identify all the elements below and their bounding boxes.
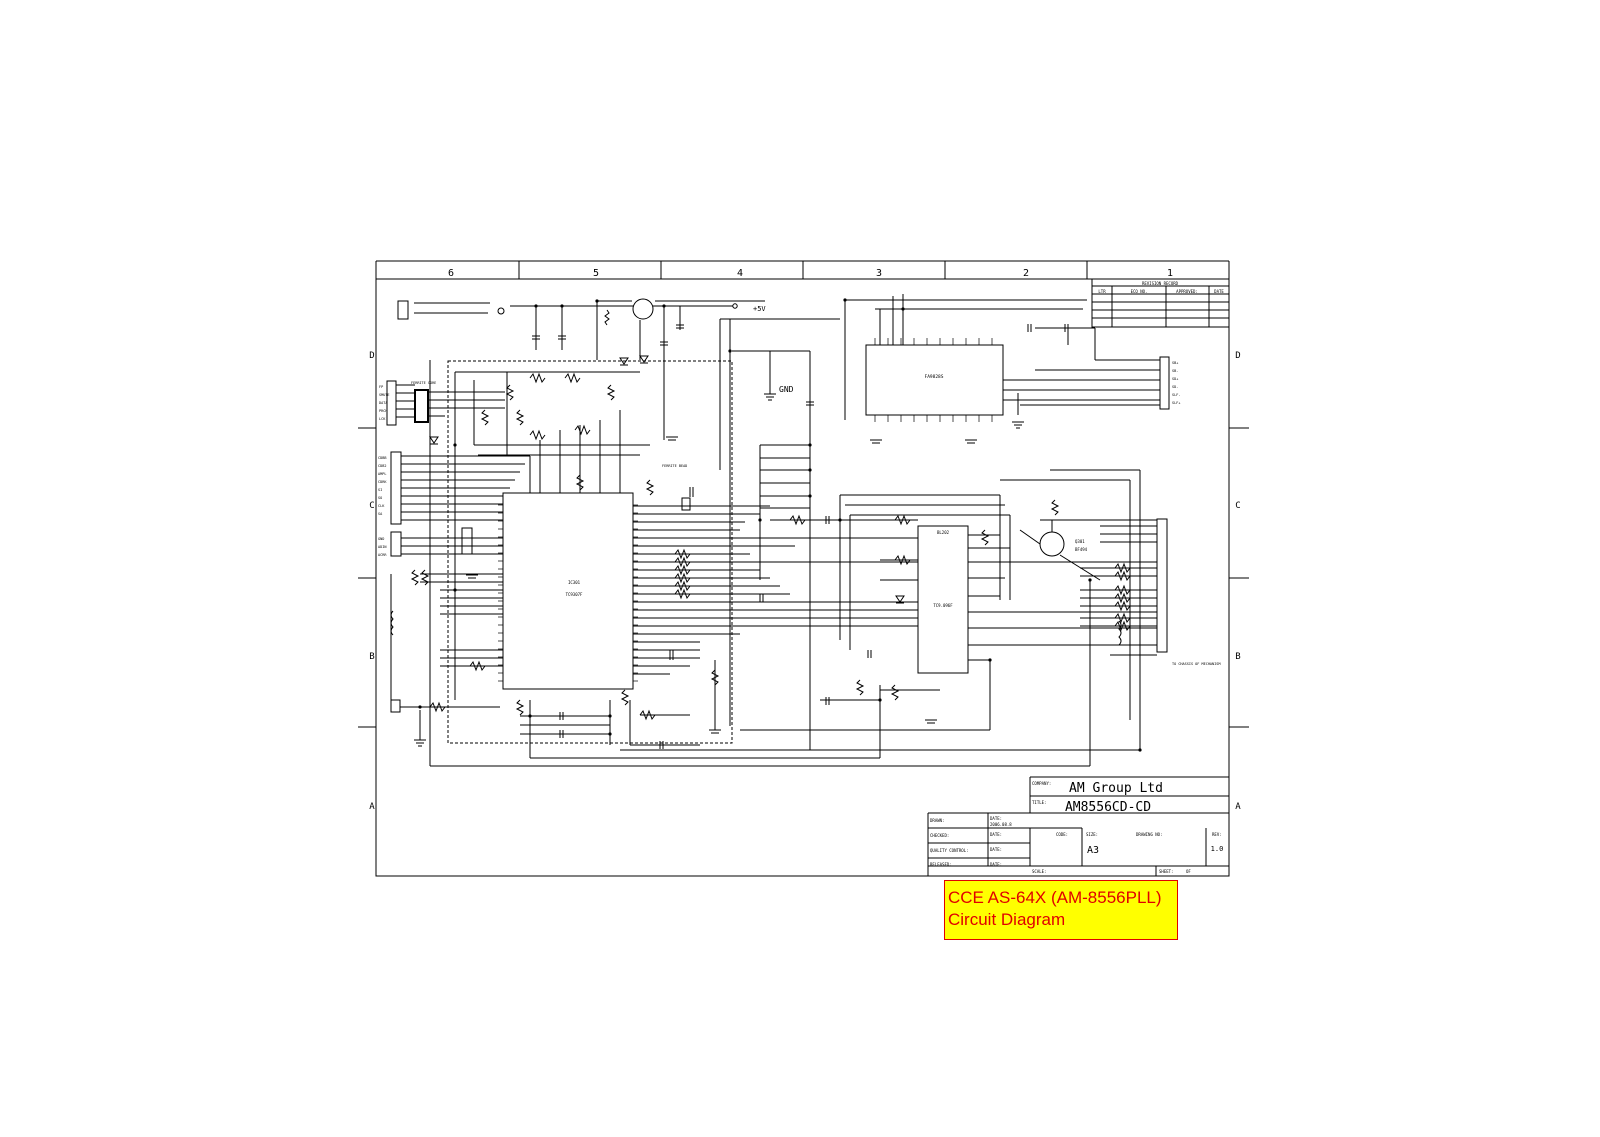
qc-label: QUALITY CONTROL: bbox=[930, 848, 969, 853]
ic301-part: TC9307F bbox=[566, 592, 583, 597]
right-conn-4: SLF- bbox=[1172, 393, 1180, 397]
drawn-date: 2006.08.8 bbox=[990, 822, 1012, 827]
zone-row-b-left: B bbox=[369, 652, 374, 662]
zone-col-4: 4 bbox=[737, 268, 743, 279]
zone-col-2: 2 bbox=[1023, 268, 1029, 279]
revision-col-approved: APPROVED: bbox=[1176, 289, 1198, 294]
date-label-1: DATE: bbox=[990, 816, 1002, 821]
released-label: RELEASED: bbox=[930, 862, 952, 867]
zone-row-c-left: C bbox=[369, 501, 374, 511]
zone-row-b-right: B bbox=[1235, 652, 1240, 662]
zone-row-a-left: A bbox=[369, 802, 375, 812]
zone-col-3: 3 bbox=[876, 268, 882, 279]
company-label: COMPANY: bbox=[1032, 781, 1051, 786]
zone-row-d-right: D bbox=[1235, 351, 1240, 361]
left-conn2-3: CDRK bbox=[378, 480, 387, 484]
right-conn-2: SD+ bbox=[1172, 377, 1178, 381]
company-name: AM Group Ltd bbox=[1069, 781, 1163, 796]
left-conn2-1: CDB2 bbox=[378, 464, 386, 468]
ground-label: GND bbox=[779, 385, 794, 394]
rev-label: REV: bbox=[1212, 832, 1222, 837]
right-conn-5: SLF+ bbox=[1172, 401, 1180, 405]
ferrite-bead-label: FERRITE BEAD bbox=[662, 464, 687, 468]
drawing-no-label: DRAWING NO: bbox=[1136, 832, 1163, 837]
right-conn-0: SB+ bbox=[1172, 361, 1178, 365]
left-conn2-0: CDBB bbox=[378, 456, 386, 460]
transistor-ref: Q301 bbox=[1075, 539, 1085, 544]
zone-row-c-right: C bbox=[1235, 501, 1240, 511]
zone-row-a-right: A bbox=[1235, 802, 1241, 812]
left-conn3-2: ACRR bbox=[378, 553, 387, 557]
scale-label: SCALE: bbox=[1032, 869, 1046, 874]
date-label-4: DATE: bbox=[990, 862, 1002, 867]
code-label: CODE: bbox=[1056, 832, 1068, 837]
pll-ic-part: TC9.096F bbox=[933, 603, 953, 608]
diagram-caption: CCE AS-64X (AM-8556PLL) Circuit Diagram bbox=[944, 880, 1178, 940]
left-conn-fp: FP bbox=[379, 385, 383, 389]
transistor-part: BF494 bbox=[1075, 547, 1088, 552]
left-conn2-7: SA bbox=[378, 512, 383, 516]
left-conn2-5: SO bbox=[378, 496, 382, 500]
right-conn-main-label: TO CHASSIS OF MECHANISM bbox=[1172, 662, 1220, 666]
revision-col-eco: ECO NO. bbox=[1131, 289, 1148, 294]
fm-ic-part: FA9828S bbox=[925, 374, 944, 380]
date-label-3: DATE: bbox=[990, 847, 1002, 852]
left-conn-data: DATA bbox=[379, 401, 388, 405]
zone-col-5: 5 bbox=[593, 268, 599, 279]
caption-line-1: CCE AS-64X (AM-8556PLL) bbox=[948, 888, 1162, 907]
pll-ic-body bbox=[917, 525, 969, 674]
revision-title: REVISION RECORD bbox=[1142, 281, 1179, 286]
pll-ic-ref: BL202 bbox=[937, 530, 950, 535]
right-conn-1: SB- bbox=[1172, 369, 1178, 373]
sheet-label: SHEET: bbox=[1159, 869, 1173, 874]
left-conn2-4: SI bbox=[378, 488, 382, 492]
rev-value: 1.0 bbox=[1211, 845, 1224, 853]
date-label-2: DATE: bbox=[990, 832, 1002, 837]
checked-label: CHECKED: bbox=[930, 833, 949, 838]
ic301-ref: IC301 bbox=[568, 580, 581, 585]
left-conn3-1: ADIN bbox=[378, 545, 386, 549]
fm-ic-body bbox=[865, 344, 1004, 416]
sheet-value: OF bbox=[1186, 869, 1191, 874]
zone-row-d-left: D bbox=[369, 351, 374, 361]
zone-col-6: 6 bbox=[448, 268, 454, 279]
caption-line-2: Circuit Diagram bbox=[948, 910, 1066, 929]
left-conn2-2: AMPL bbox=[378, 472, 386, 476]
zone-col-1: 1 bbox=[1167, 268, 1173, 279]
left-conn-smute: SMUTE bbox=[379, 393, 390, 397]
drawing-title: AM8556CD-CD bbox=[1065, 800, 1151, 815]
left-conn3-0: GND bbox=[378, 537, 384, 541]
revision-col-ltr: LTR bbox=[1098, 289, 1106, 294]
drawn-label: DRAWN: bbox=[930, 818, 944, 823]
left-conn2-6: CLK bbox=[378, 504, 385, 508]
size-value: A3 bbox=[1087, 845, 1099, 856]
left-conn-prch: PRCH bbox=[379, 409, 387, 413]
right-conn-3: SD- bbox=[1172, 385, 1178, 389]
title-label: TITLE: bbox=[1032, 800, 1046, 805]
revision-col-date: DATE bbox=[1214, 289, 1224, 294]
size-label: SIZE: bbox=[1086, 832, 1098, 837]
supply-label: +5V bbox=[753, 305, 766, 313]
ic301-body bbox=[502, 492, 634, 690]
ferrite-core-label: FERRITE CORE bbox=[411, 381, 436, 385]
left-conn-lck: LCK bbox=[379, 417, 386, 421]
